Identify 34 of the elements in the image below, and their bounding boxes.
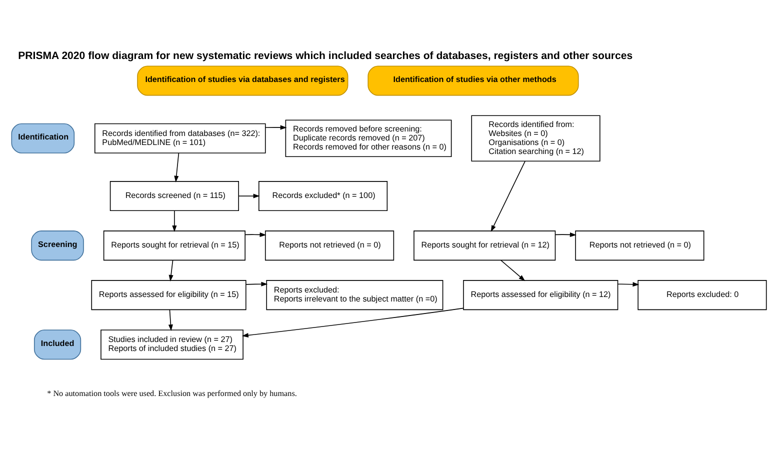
node-box: Reports excluded: 0 xyxy=(638,280,767,310)
node-box: Records excluded* (n = 100) xyxy=(258,180,388,211)
node-box: Reports assessed for eligibility (n = 12) xyxy=(463,280,618,310)
node-box: Identification of studies via databases and registers xyxy=(137,65,348,96)
node-box: Reports sought for retrieval (n = 15) xyxy=(103,230,246,260)
node-box: Screening xyxy=(31,230,84,260)
arrow xyxy=(174,152,180,182)
arrow xyxy=(246,281,268,286)
arrow xyxy=(238,193,260,198)
arrow xyxy=(244,232,266,236)
arrow xyxy=(242,307,464,338)
node-box: Identification of studies via other methods xyxy=(368,65,579,96)
node-box: Identification xyxy=(11,122,75,153)
node-box: Records screened (n = 115) xyxy=(110,180,239,211)
label: * No automation tools were used. Exclusion was performed only by humans. xyxy=(47,388,297,398)
diagram-title: PRISMA 2020 flow diagram for new systematic reviews which included searches of databases, registers and other sources xyxy=(18,50,633,62)
node-box: Records identified from databases (n= 322): PubMed/MEDLINE (n = 101) xyxy=(94,122,266,153)
arrow xyxy=(172,210,177,232)
arrow xyxy=(500,259,526,281)
arrow xyxy=(618,282,640,286)
arrow xyxy=(490,160,526,232)
arrow xyxy=(168,308,173,331)
node-box: Reports not retrieved (n = 0) xyxy=(264,230,394,260)
node-box: Reports assessed for eligibility (n = 15) xyxy=(91,280,246,310)
node-box: Reports not retrieved (n = 0) xyxy=(575,230,704,260)
node-box: Records identified from: Websites (n = 0) Organisations (n = 0) Citation searching (n = 12) xyxy=(471,114,600,162)
arrow xyxy=(168,259,174,281)
arrow xyxy=(555,232,576,236)
node-box: Reports excluded: Reports irrelevant to the subject matter (n =0) xyxy=(266,280,444,310)
node-box: Studies included in review (n = 27) Reports of included studies (n = 27) xyxy=(100,329,244,360)
arrow xyxy=(265,124,287,130)
node-box: Records removed before screening: Duplicate records removed (n = 207) Records removed for other reasons (n = 0) xyxy=(285,119,452,157)
node-box: Included xyxy=(34,329,82,360)
node-box: Reports sought for retrieval (n = 12) xyxy=(414,230,556,260)
